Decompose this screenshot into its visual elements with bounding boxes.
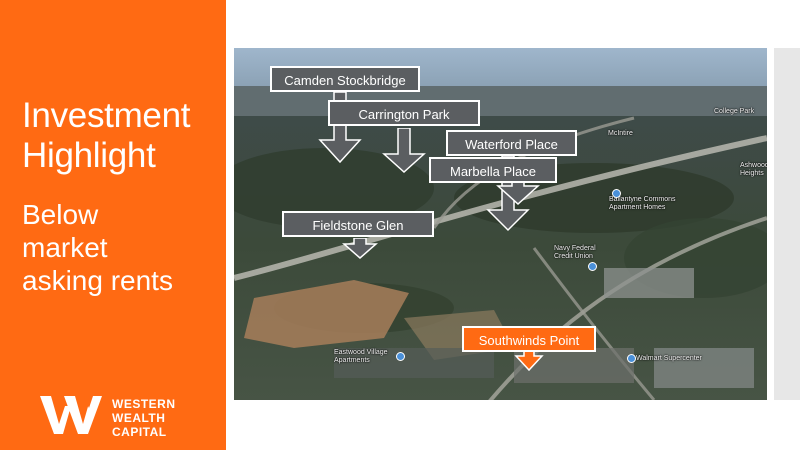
subtitle-line-2: market	[22, 232, 108, 263]
label-fieldstone-glen: Fieldstone Glen	[282, 211, 434, 237]
place-ballantyne-line-1: Ballantyne Commons	[609, 196, 676, 203]
place-eastwood: Eastwood Village Apartments	[334, 349, 388, 365]
logo-line-2: WEALTH	[112, 411, 166, 425]
carrington-arrow-icon	[382, 128, 426, 174]
place-ashwood-line-2: Heights	[740, 170, 764, 177]
eastwood-pin-icon	[396, 352, 405, 361]
label-marbella-place: Marbella Place	[429, 157, 557, 183]
place-eastwood-line-1: Eastwood Village	[334, 349, 388, 356]
logo-line-1: WESTERN	[112, 397, 176, 411]
ballantyne-pin-icon	[612, 189, 621, 198]
subtitle-line-1: Below	[22, 199, 99, 230]
orange-sidebar: Investment Highlight Below market asking…	[0, 0, 226, 450]
place-navy-federal: Navy Federal Credit Union	[554, 245, 596, 261]
subtitle-line-3: asking rents	[22, 265, 173, 296]
label-waterford-place: Waterford Place	[446, 130, 577, 156]
place-ashwood-line-1: Ashwood	[740, 162, 767, 169]
ww-logo-mark-icon	[40, 396, 102, 434]
right-gray-panel	[774, 48, 800, 400]
title-line-1: Investment	[22, 96, 191, 135]
walmart-pin-icon	[627, 354, 636, 363]
place-eastwood-line-2: Apartments	[334, 357, 370, 364]
fieldstone-arrow-icon	[342, 238, 378, 259]
slide-title: Investment Highlight	[22, 96, 191, 176]
place-navy-line-2: Credit Union	[554, 253, 593, 260]
title-line-2: Highlight	[22, 136, 156, 175]
slide-subtitle: Below market asking rents	[22, 198, 173, 297]
logo-line-3: CAPITAL	[112, 425, 167, 439]
aerial-map-image: Ballantyne Commons Apartment Homes Navy …	[234, 48, 767, 400]
place-ballantyne: Ballantyne Commons Apartment Homes	[609, 196, 676, 212]
place-mcintire: McIntire	[608, 130, 633, 137]
label-carrington-park: Carrington Park	[328, 100, 480, 126]
western-wealth-logo: WESTERN WEALTH CAPITAL	[40, 394, 220, 444]
logo-wordmark: WESTERN WEALTH CAPITAL	[112, 397, 176, 439]
place-ballantyne-line-2: Apartment Homes	[609, 204, 666, 211]
place-college-park: College Park	[714, 108, 755, 115]
place-walmart: Walmart Supercenter	[636, 355, 702, 362]
label-southwinds-point: Southwinds Point	[462, 326, 596, 352]
navy-federal-pin-icon	[588, 262, 597, 271]
label-camden-stockbridge: Camden Stockbridge	[270, 66, 420, 92]
place-navy-line-1: Navy Federal	[554, 245, 596, 252]
place-ashwood: Ashwood Heights	[740, 162, 767, 178]
